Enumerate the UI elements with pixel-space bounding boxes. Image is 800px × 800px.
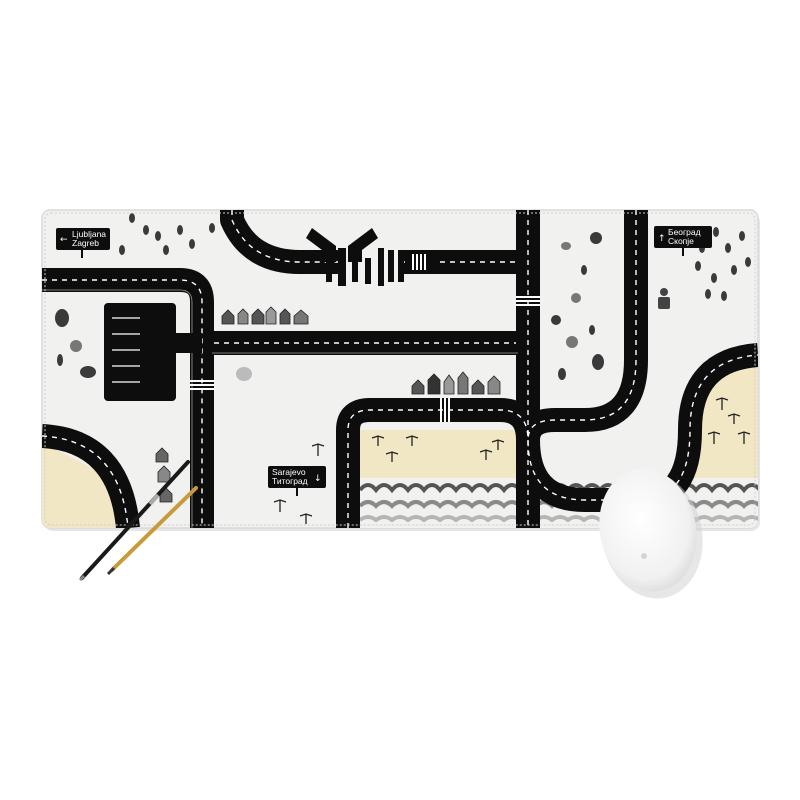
sign-northeast-line2: Скопје	[668, 236, 694, 246]
houses-upper	[221, 306, 309, 325]
crosswalks	[190, 254, 540, 422]
mouse-logo-icon	[641, 553, 647, 559]
lane-markings	[42, 210, 758, 528]
pen	[78, 460, 190, 582]
sign-northeast: ↑ Београд Скопје	[654, 226, 712, 256]
sign-northwest: ← Ljubljana Zagreb	[56, 228, 110, 258]
sand-area-left	[42, 445, 116, 528]
sign-northeast-line1: Београд	[668, 227, 701, 237]
sign-northwest-line2: Zagreb	[72, 238, 99, 248]
trees	[55, 213, 751, 381]
palm-trees	[273, 397, 751, 524]
houses-middle	[411, 371, 501, 395]
road-edge-lines	[42, 289, 518, 528]
sign-northwest-arrow: ←	[60, 235, 68, 245]
sign-south: Sarajevo Титоград ↓	[268, 466, 326, 496]
sign-northwest-line1: Ljubljana	[72, 229, 106, 239]
sand-area-center	[360, 430, 520, 480]
mat-stitching	[44, 212, 756, 526]
sign-south-arrow: ↓	[314, 474, 322, 484]
sign-south-line1: Sarajevo	[272, 467, 306, 477]
sign-south-line2: Титоград	[272, 476, 308, 486]
pencil	[106, 486, 198, 576]
figure-icon	[658, 288, 670, 309]
mouse	[599, 468, 703, 599]
parking-lot	[104, 303, 202, 401]
sign-northeast-arrow: ↑	[658, 234, 666, 244]
